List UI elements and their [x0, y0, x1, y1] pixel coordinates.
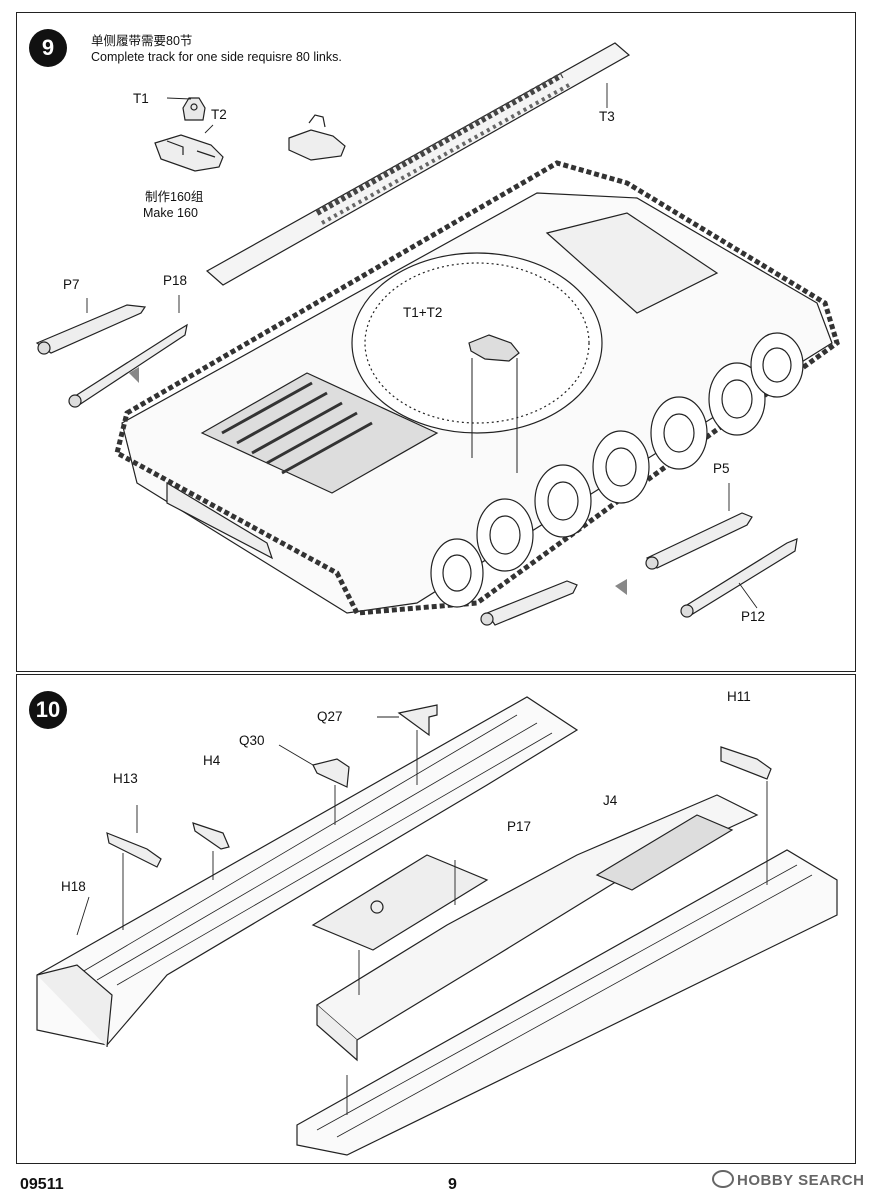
track-run [114, 160, 840, 616]
label-t1: T1 [133, 91, 149, 106]
road-wheels [430, 332, 804, 608]
label-t1-t2: T1+T2 [403, 305, 443, 320]
part-h11 [720, 746, 772, 780]
label-h4: H4 [203, 753, 221, 768]
label-q27: Q27 [317, 709, 343, 724]
step-9-number-badge: 9 [29, 29, 67, 67]
fender-part-p5 [645, 512, 753, 569]
step-10-number-badge: 10 [29, 691, 67, 729]
part-q27 [397, 704, 438, 737]
track-link-assembled [288, 129, 346, 161]
fender-part-p7 [35, 304, 147, 354]
step-9-assembly-drawing [35, 42, 840, 626]
track-note-en: Complete track for one side requisre 80 … [91, 50, 342, 64]
fender-part-p18 [71, 323, 188, 406]
make-note-en: Make 160 [143, 206, 198, 220]
page-number: 9 [448, 1176, 457, 1193]
label-h18: H18 [61, 879, 86, 894]
track-jig-t3 [205, 42, 631, 286]
label-t2: T2 [211, 107, 227, 122]
track-note-cn: 单侧履带需要80节 [91, 34, 193, 48]
label-p5: P5 [713, 461, 730, 476]
track-link-t2-part [154, 134, 224, 172]
watermark-text: HOBBY SEARCH [737, 1172, 865, 1189]
part-q30 [312, 758, 350, 788]
hobby-search-logo-icon [712, 1170, 734, 1188]
label-h11: H11 [727, 689, 751, 704]
step-10-assembly-drawing [36, 696, 838, 1156]
fender-part-h18 [36, 696, 579, 1048]
label-p17: P17 [507, 819, 532, 834]
label-p7: P7 [63, 277, 80, 292]
track-link-t1-part [182, 97, 206, 121]
right-fender [296, 849, 838, 1156]
track-link-t1-t2 [468, 334, 520, 362]
step-10-panel: 10 [16, 674, 856, 1164]
label-q30: Q30 [239, 733, 265, 748]
step-9-panel: 9 单侧履带需要80节 Complete track for one side … [16, 12, 856, 672]
label-p12: P12 [741, 609, 766, 624]
label-h13: H13 [113, 771, 138, 786]
label-j4: J4 [603, 793, 618, 808]
product-code: 09511 [20, 1176, 64, 1193]
hobby-search-watermark: HOBBY SEARCH [712, 1170, 864, 1189]
label-t3: T3 [599, 109, 615, 124]
part-h4 [192, 822, 230, 850]
tank-hull [121, 192, 833, 614]
label-p18: P18 [163, 273, 188, 288]
part-p17 [311, 854, 489, 951]
part-h13 [106, 832, 162, 868]
fender-part-p12 [680, 538, 798, 616]
make-note-cn: 制作160组 [145, 190, 204, 204]
